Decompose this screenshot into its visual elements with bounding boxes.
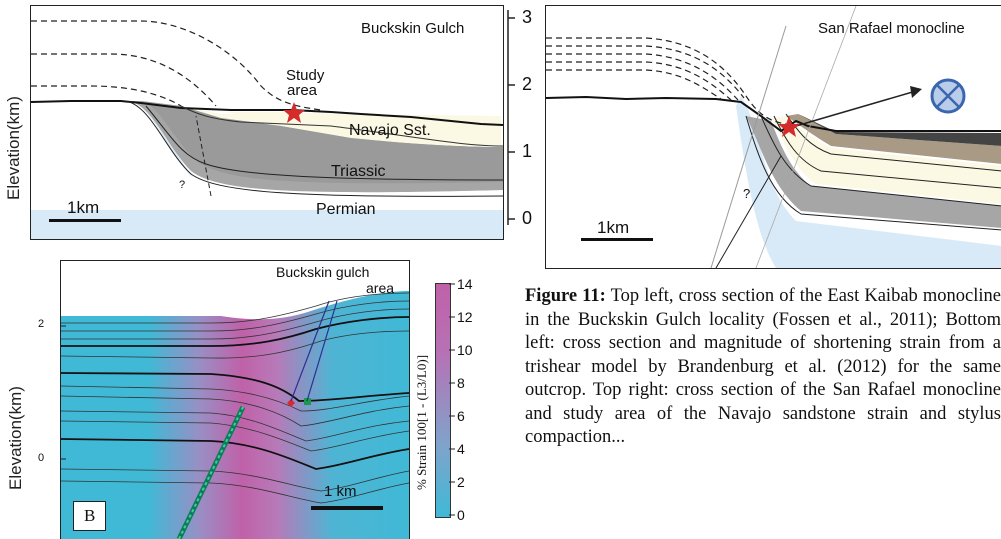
shared-tick-1: 1 <box>522 141 533 161</box>
cb-tick-2: 2 <box>457 474 465 490</box>
cb-tick-0: 0 <box>457 507 465 523</box>
strain-colorbar <box>435 283 451 518</box>
navajo-layer-label: Navajo Sst. <box>349 122 431 139</box>
triassic-layer-label: Triassic <box>331 163 386 180</box>
buckskin-area-label-1: Buckskin gulch <box>276 264 370 280</box>
cb-tick-10: 10 <box>457 342 473 358</box>
san-rafael-title: San Rafael monocline <box>818 20 965 37</box>
study-area-label-2: area <box>287 82 318 99</box>
study-area-label-1: Study <box>286 67 325 84</box>
cb-tick-12: 12 <box>457 309 473 325</box>
san-rafael-section: San Rafael monocline ? 1km <box>545 5 1001 269</box>
buckskin-gulch-section: Buckskin Gulch Study area Navajo Sst. Tr… <box>30 5 504 240</box>
shared-tick-3: 3 <box>522 7 533 27</box>
bottom-scale-label: 1 km <box>324 483 357 500</box>
bottom-y-axis-label: Elevation(km) <box>6 386 25 490</box>
panel-letter-b: B <box>73 501 107 531</box>
colorbar-label: % Strain 100[1 - (L3/L0)] <box>414 354 429 490</box>
cb-tick-6: 6 <box>457 408 465 424</box>
shared-tick-2: 2 <box>522 74 533 94</box>
buckskin-area-label-2: area <box>366 280 395 296</box>
top-left-y-axis-label: Elevation(km) <box>4 96 23 200</box>
cb-tick-8: 8 <box>457 375 465 391</box>
bottom-tick-0: 0 <box>38 452 45 464</box>
shared-tick-0: 0 <box>522 208 533 228</box>
cb-tick-14: 14 <box>457 276 473 292</box>
buckskin-gulch-title: Buckskin Gulch <box>361 20 465 37</box>
top-right-scale-label: 1km <box>597 218 630 237</box>
bottom-tick-2: 2 <box>38 318 45 330</box>
figure-caption: Figure 11: Top left, cross section of th… <box>525 285 1001 450</box>
caption-text: Top left, cross section of the East Kaib… <box>525 286 1001 447</box>
top-right-fault-q: ? <box>743 186 751 201</box>
permian-layer-label: Permian <box>316 201 376 218</box>
fault-question-mark: ? <box>179 179 186 191</box>
trishear-model-panel: Buckskin gulch area B 1 km <box>60 260 410 539</box>
cb-tick-4: 4 <box>457 441 465 457</box>
caption-figure-label: Figure 11: <box>525 286 606 306</box>
colorbar-ticks: 14 12 10 8 6 4 2 0 <box>449 276 509 523</box>
top-left-scale-label: 1km <box>67 198 100 217</box>
shared-y-axis: 3 2 1 0 <box>505 5 545 245</box>
